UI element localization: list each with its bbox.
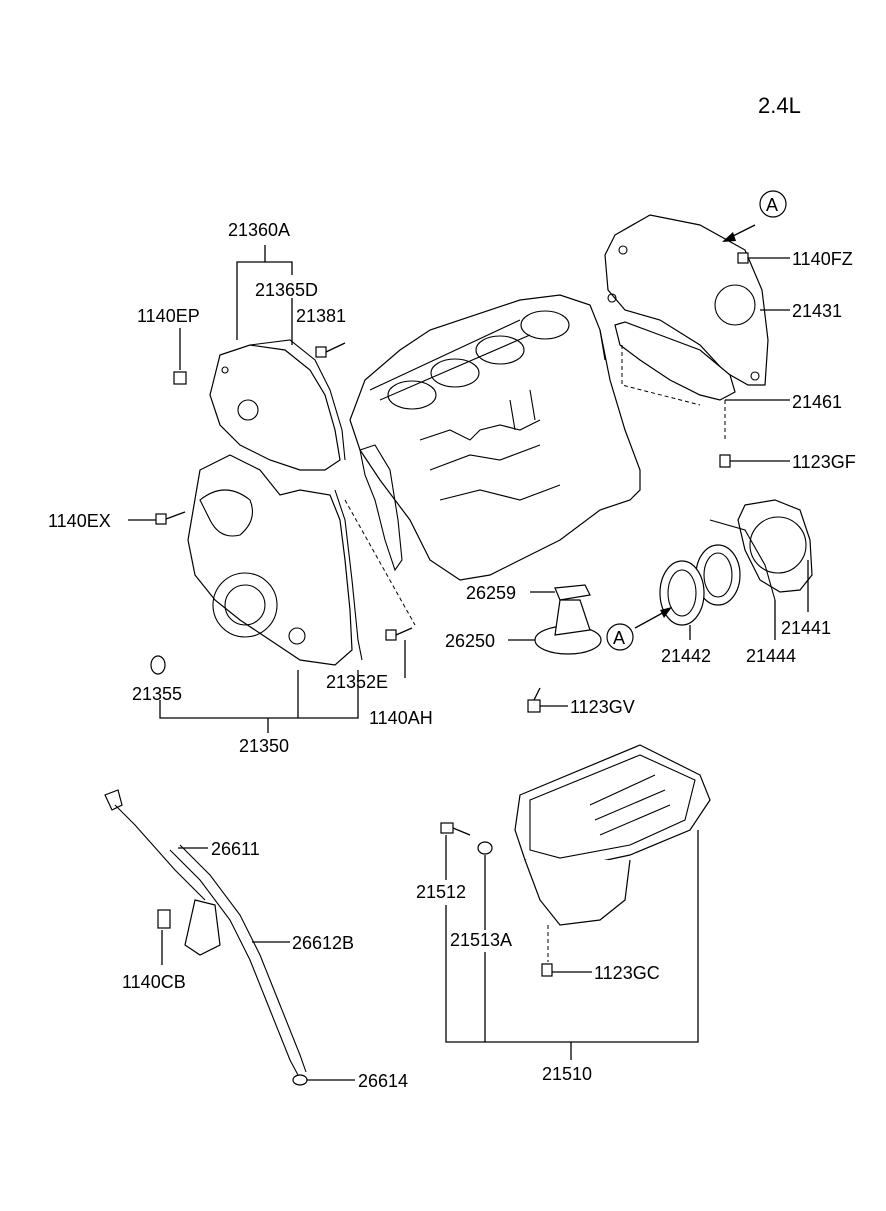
label-21431: 21431 <box>792 301 842 321</box>
bolt-21512 <box>440 822 471 836</box>
label-21442: 21442 <box>661 646 711 666</box>
bolt-1123GF <box>719 454 790 468</box>
upper-timing-cover <box>209 339 346 471</box>
label-21365D: 21365D <box>255 280 318 300</box>
label-1140CB: 1140CB <box>122 972 186 992</box>
plug-21355 <box>150 655 166 675</box>
washer-21513A <box>477 841 493 855</box>
label-1123GF: 1123GF <box>792 452 856 472</box>
label-21350: 21350 <box>239 736 289 756</box>
seal-21442 <box>659 560 705 626</box>
dash-1140AH <box>344 499 416 626</box>
rear-plate <box>604 214 769 386</box>
engine-block <box>349 294 641 581</box>
arrow-a-mid-head <box>660 607 672 618</box>
dipstick-tube-26612B <box>169 844 307 1076</box>
leader-21360A <box>236 245 293 340</box>
gasket-26259 <box>554 584 591 601</box>
lower-timing-cover <box>187 454 363 666</box>
leader-21510 <box>445 830 699 1060</box>
label-1140FZ: 1140FZ <box>792 249 853 269</box>
label-21512: 21512 <box>416 882 466 902</box>
bolt-1140EX <box>155 511 186 525</box>
marker-a-top-text: A <box>766 195 778 215</box>
label-26259: 26259 <box>466 583 516 603</box>
label-26611: 26611 <box>211 839 260 859</box>
bolt-1140FZ <box>737 252 790 264</box>
label-1140EP: 1140EP <box>137 306 200 326</box>
marker-a-mid-text: A <box>613 628 625 648</box>
label-26250: 26250 <box>445 631 495 651</box>
drain-plug-1123GC <box>541 963 553 977</box>
label-1123GC: 1123GC <box>594 963 660 983</box>
label-21355: 21355 <box>132 684 182 704</box>
timing-gasket <box>359 444 403 572</box>
label-1140EX: 1140EX <box>48 511 111 531</box>
arrow-a-top-head <box>722 232 736 242</box>
label-1140AH: 1140AH <box>369 708 433 728</box>
bolt-1140EP <box>173 328 187 385</box>
marker-a-top <box>759 190 787 218</box>
label-21510: 21510 <box>542 1064 592 1084</box>
oil-pan-21510 <box>514 744 711 926</box>
label-21381: 21381 <box>296 306 346 326</box>
label-26614: 26614 <box>358 1071 408 1091</box>
seal-housing-21441 <box>709 499 813 601</box>
label-26612B: 26612B <box>292 933 354 953</box>
engine-size-label: 2.4L <box>758 93 801 118</box>
bolt-1123GV <box>527 687 541 713</box>
label-21352E: 21352E <box>326 672 388 692</box>
bolt-1140AH <box>385 627 413 641</box>
label-1123GV: 1123GV <box>570 697 635 717</box>
dipstick-26611 <box>104 789 206 901</box>
leader-21350 <box>159 670 359 733</box>
bolt-21381 <box>315 342 346 358</box>
label-21444: 21444 <box>746 646 796 666</box>
label-21441: 21441 <box>781 618 831 638</box>
bolt-1140CB <box>157 909 171 929</box>
oil-screen-26250 <box>534 599 602 655</box>
o-ring-26614 <box>292 1074 308 1086</box>
lower-plate <box>614 321 736 440</box>
marker-a-mid <box>606 623 634 651</box>
label-21513A: 21513A <box>450 930 512 950</box>
label-21461: 21461 <box>792 392 842 412</box>
label-21360A: 21360A <box>228 220 290 240</box>
